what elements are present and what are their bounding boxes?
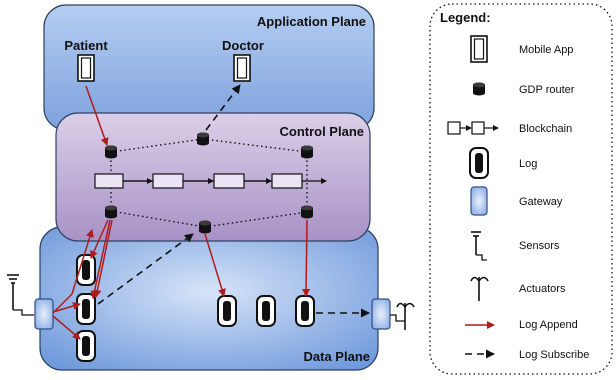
legend-actuators-label: Actuators (519, 283, 566, 295)
blockchain-icon (447, 121, 499, 135)
gdp-router-icon (301, 145, 313, 159)
router-mesh (110, 138, 308, 228)
patient-label: Patient (64, 38, 108, 53)
actuator-icon (390, 302, 415, 330)
log-append-arrows (52, 85, 311, 340)
log-icon (469, 147, 489, 179)
doctor-label: Doctor (222, 38, 264, 53)
sensor-icon (471, 231, 487, 261)
legend-gateway-label: Gateway (519, 196, 563, 208)
mobile-app-icon (470, 35, 488, 63)
data-plane-label: Data Plane (304, 349, 370, 364)
log-icon (217, 295, 237, 327)
blockchain-block-icon (152, 173, 184, 189)
gateway-icon (470, 186, 488, 216)
patient-mobile-app-icon (77, 54, 95, 82)
legend-blockchain-label: Blockchain (519, 123, 572, 135)
application-plane-label: Application Plane (257, 14, 366, 29)
actuator-icon (470, 276, 489, 301)
gdp-router-icon (473, 82, 485, 96)
legend: Legend: Mobile App GDP router Blockchain… (429, 3, 613, 375)
log-subscribe-arrows (97, 84, 370, 318)
gdp-router-icon (105, 205, 117, 219)
legend-sensors-label: Sensors (519, 240, 560, 252)
legend-title: Legend: (440, 10, 491, 25)
log-icon (256, 295, 276, 327)
legend-log-subscribe-label: Log Subscribe (519, 349, 589, 361)
doctor-mobile-app-icon (233, 54, 251, 82)
gdp-router-icon (197, 132, 209, 146)
control-plane-label: Control Plane (279, 124, 364, 139)
gdp-router-icon (199, 220, 211, 234)
log-icon (76, 293, 96, 325)
actuator-gateway-icon (371, 298, 391, 330)
log-icon (295, 295, 315, 327)
blockchain (94, 173, 327, 189)
control-plane: Control Plane (55, 112, 371, 242)
gdp-router-icon (301, 205, 313, 219)
blockchain-block-icon (94, 173, 124, 189)
legend-mobile-app-label: Mobile App (519, 44, 573, 56)
blockchain-block-icon (213, 173, 245, 189)
legend-log-append-label: Log Append (519, 319, 578, 331)
legend-gdp-router-label: GDP router (519, 84, 575, 96)
application-plane: Application Plane (43, 4, 375, 131)
sensor-icon (7, 274, 34, 316)
log-icon (76, 330, 96, 362)
legend-log-label: Log (519, 158, 537, 170)
gdp-router-icon (105, 145, 117, 159)
blockchain-block-icon (271, 173, 303, 189)
sensor-gateway-icon (34, 298, 54, 330)
